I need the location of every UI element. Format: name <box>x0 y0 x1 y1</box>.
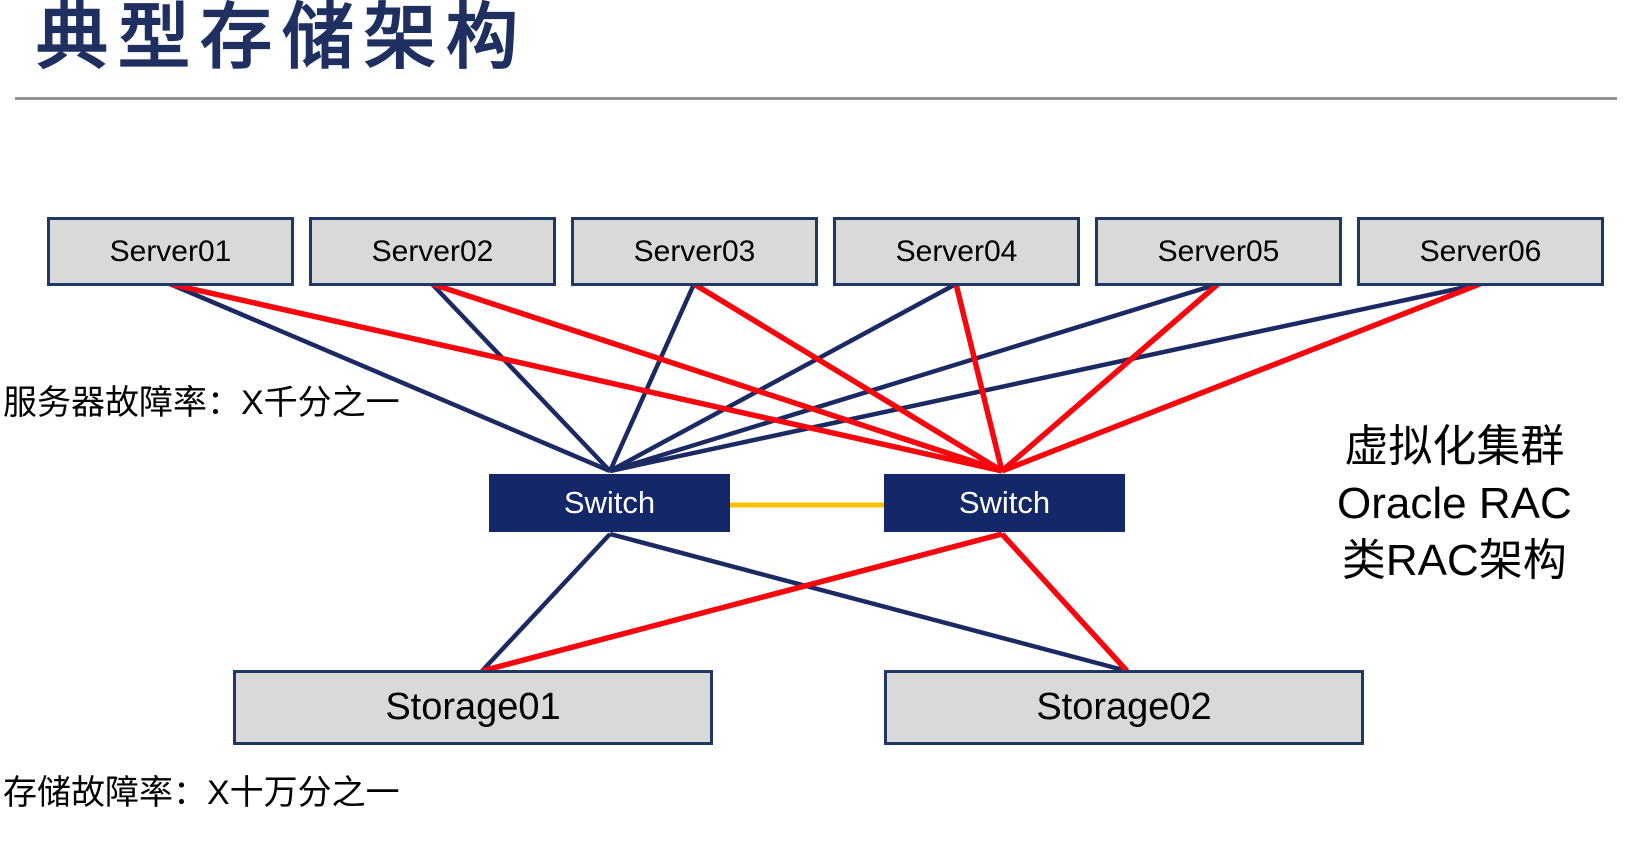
connection-line-server-1-switch-1 <box>169 281 611 474</box>
connection-line-server-3-switch-1 <box>607 283 697 472</box>
server-box-1: Server01 <box>47 217 294 286</box>
server-box-6: Server06 <box>1357 217 1604 286</box>
connection-line-server-6-switch-2 <box>1000 281 1482 474</box>
switch-label: Switch <box>958 485 1051 520</box>
server-label: Server01 <box>109 234 232 268</box>
title-divider <box>15 97 1617 100</box>
server-box-5: Server05 <box>1095 217 1342 286</box>
server-label: Server03 <box>633 234 756 268</box>
connection-line-server-2-switch-2 <box>431 281 1003 474</box>
connection-line-server-1-switch-2 <box>169 281 1003 474</box>
cluster-note-line: 虚拟化集群 <box>1344 422 1565 471</box>
connection-line-server-6-switch-1 <box>609 281 1481 474</box>
server-failure-note: 服务器故障率：X千分之一 <box>3 384 400 422</box>
switch-box-1: Switch <box>489 474 730 532</box>
connection-line-switch-1-storage-2 <box>609 531 1128 674</box>
cluster-note-line: 类RAC架构 <box>1341 536 1567 585</box>
server-label: Server02 <box>371 234 494 268</box>
storage-box-2: Storage02 <box>884 670 1364 745</box>
storage-label: Storage01 <box>385 686 561 728</box>
switch-box-2: Switch <box>884 474 1125 532</box>
storage-failure-note: 存储故障率：X十万分之一 <box>3 774 400 812</box>
cluster-note-line: Oracle RAC <box>1337 479 1572 528</box>
page-title: 典型存储架构 <box>36 0 529 78</box>
connection-line-server-5-switch-2 <box>1000 281 1220 474</box>
server-label: Server05 <box>1157 234 1280 268</box>
server-label: Server06 <box>1419 234 1542 268</box>
server-box-3: Server03 <box>571 217 818 286</box>
connection-line-switch-1-storage-1 <box>480 532 612 673</box>
server-box-2: Server02 <box>309 217 556 286</box>
connection-line-server-5-switch-1 <box>609 281 1219 474</box>
connection-line-server-4-switch-2 <box>953 283 1005 472</box>
storage-box-1: Storage01 <box>233 670 713 745</box>
cluster-note: 虚拟化集群 Oracle RAC 类RAC架构 <box>1337 418 1572 589</box>
connection-line-switch-2-storage-2 <box>999 532 1130 673</box>
storage-label: Storage02 <box>1036 686 1212 728</box>
connection-line-server-3-switch-2 <box>692 281 1004 474</box>
server-box-4: Server04 <box>833 217 1080 286</box>
connection-line-switch-2-storage-1 <box>481 531 1003 674</box>
switch-label: Switch <box>563 485 656 520</box>
connection-line-server-4-switch-1 <box>608 282 958 473</box>
connection-line-server-2-switch-1 <box>430 282 612 473</box>
server-label: Server04 <box>895 234 1018 268</box>
